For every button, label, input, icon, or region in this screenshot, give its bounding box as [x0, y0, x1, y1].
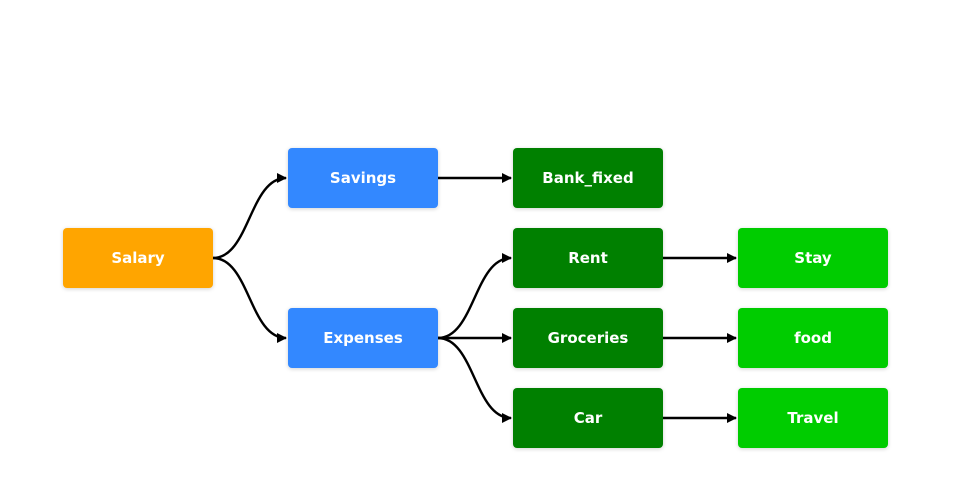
edge-salary-to-expenses [212, 256, 287, 343]
node-label: Car [573, 409, 603, 427]
edge-salary-to-savings [212, 173, 287, 260]
node-rent: Rent [513, 228, 663, 288]
edge-expenses-to-car [437, 336, 512, 423]
node-car: Car [513, 388, 663, 448]
node-label: Bank_fixed [542, 169, 634, 187]
node-label: Expenses [323, 329, 403, 347]
node-groceries: Groceries [513, 308, 663, 368]
node-label: Rent [568, 249, 608, 267]
node-label: Salary [111, 249, 165, 267]
node-label: Savings [329, 169, 397, 187]
node-food: food [738, 308, 888, 368]
node-salary: Salary [63, 228, 213, 288]
node-stay: Stay [738, 228, 888, 288]
node-travel: Travel [738, 388, 888, 448]
node-label: food [794, 329, 832, 347]
node-savings: Savings [288, 148, 438, 208]
node-label: Groceries [547, 329, 629, 347]
node-label: Stay [794, 249, 832, 267]
node-label: Travel [787, 409, 839, 427]
node-expenses: Expenses [288, 308, 438, 368]
node-bank-fixed: Bank_fixed [513, 148, 663, 208]
edge-expenses-to-rent [437, 253, 512, 340]
